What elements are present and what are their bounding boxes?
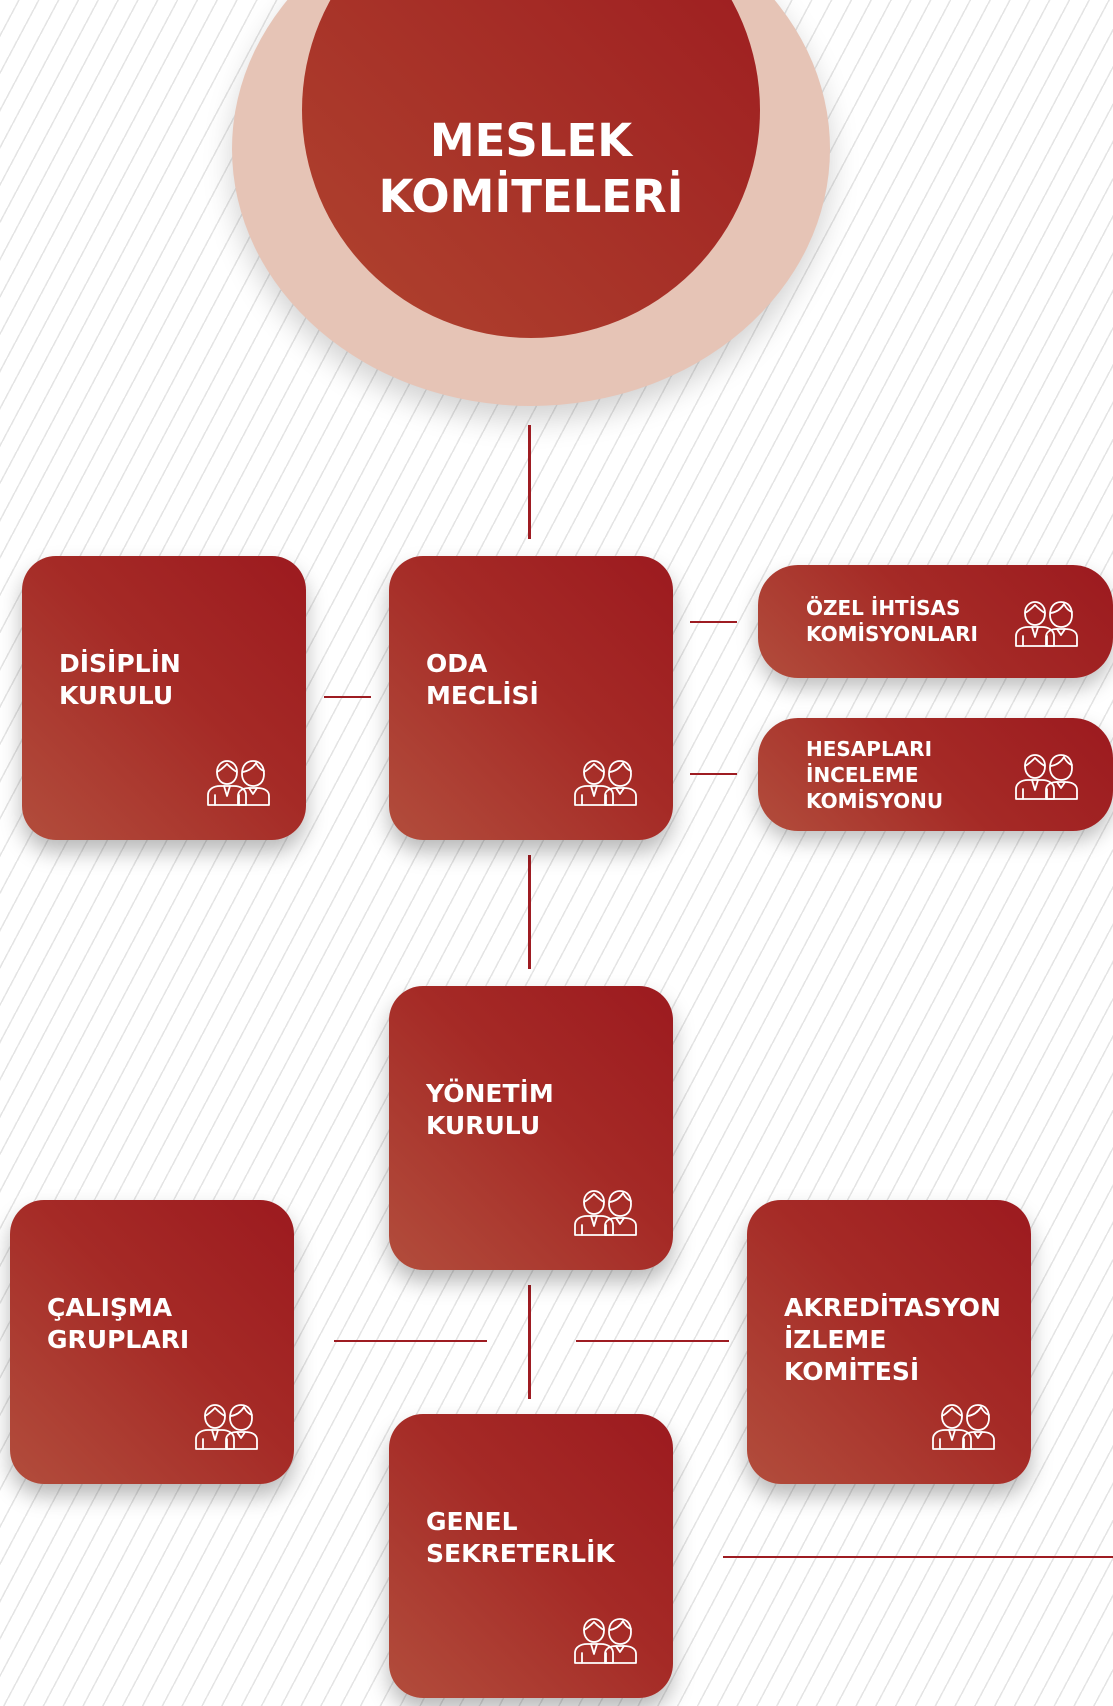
node-disiplin-kurulu[interactable]: DİSİPLİN KURULU — [22, 556, 306, 840]
connector-calisma — [334, 1340, 487, 1342]
connector-disiplin-oda — [324, 696, 371, 698]
connector-akreditasyon — [576, 1340, 729, 1342]
node-hesaplari-inceleme-komisyonu[interactable]: HESAPLARI İNCELEME KOMİSYONU — [758, 718, 1113, 831]
people-icon — [572, 1188, 640, 1236]
node-ozel-ihtisas-komisyonlari[interactable]: ÖZEL İHTİSAS KOMİSYONLARI — [758, 565, 1113, 678]
node-label: GENEL SEKRETERLİK — [426, 1507, 615, 1568]
node-calisma-gruplari[interactable]: ÇALIŞMA GRUPLARI — [10, 1200, 294, 1484]
people-icon — [572, 1616, 640, 1664]
node-label: ÇALIŞMA GRUPLARI — [47, 1293, 190, 1354]
node-akreditasyon-izleme-komitesi[interactable]: AKREDİTASYON İZLEME KOMİTESİ — [747, 1200, 1031, 1484]
connector-oda-hesaplari — [690, 773, 737, 775]
node-yonetim-kurulu[interactable]: YÖNETİM KURULU — [389, 986, 673, 1270]
diagram-title: MESLEK KOMİTELERİ — [378, 114, 684, 223]
people-icon — [1013, 599, 1081, 647]
connector-yonetim-genel — [528, 1285, 531, 1399]
connector-oda-yonetim — [528, 855, 531, 969]
node-oda-meclisi[interactable]: ODA MECLİSİ — [389, 556, 673, 840]
node-label: YÖNETİM KURULU — [426, 1079, 554, 1140]
people-icon — [193, 1402, 261, 1450]
connector-genel-right — [723, 1556, 1113, 1558]
node-genel-sekreterlik[interactable]: GENEL SEKRETERLİK — [389, 1414, 673, 1698]
people-icon — [572, 758, 640, 806]
node-label: DİSİPLİN KURULU — [59, 649, 181, 710]
people-icon — [205, 758, 273, 806]
people-icon — [1013, 752, 1081, 800]
node-label: AKREDİTASYON İZLEME KOMİTESİ — [784, 1293, 1001, 1386]
node-label: HESAPLARI İNCELEME KOMİSYONU — [806, 737, 944, 813]
people-icon — [930, 1402, 998, 1450]
node-label: ÖZEL İHTİSAS KOMİSYONLARI — [806, 596, 978, 646]
node-label: ODA MECLİSİ — [426, 649, 539, 710]
connector-title-oda — [528, 425, 531, 539]
connector-oda-ozel — [690, 621, 737, 623]
